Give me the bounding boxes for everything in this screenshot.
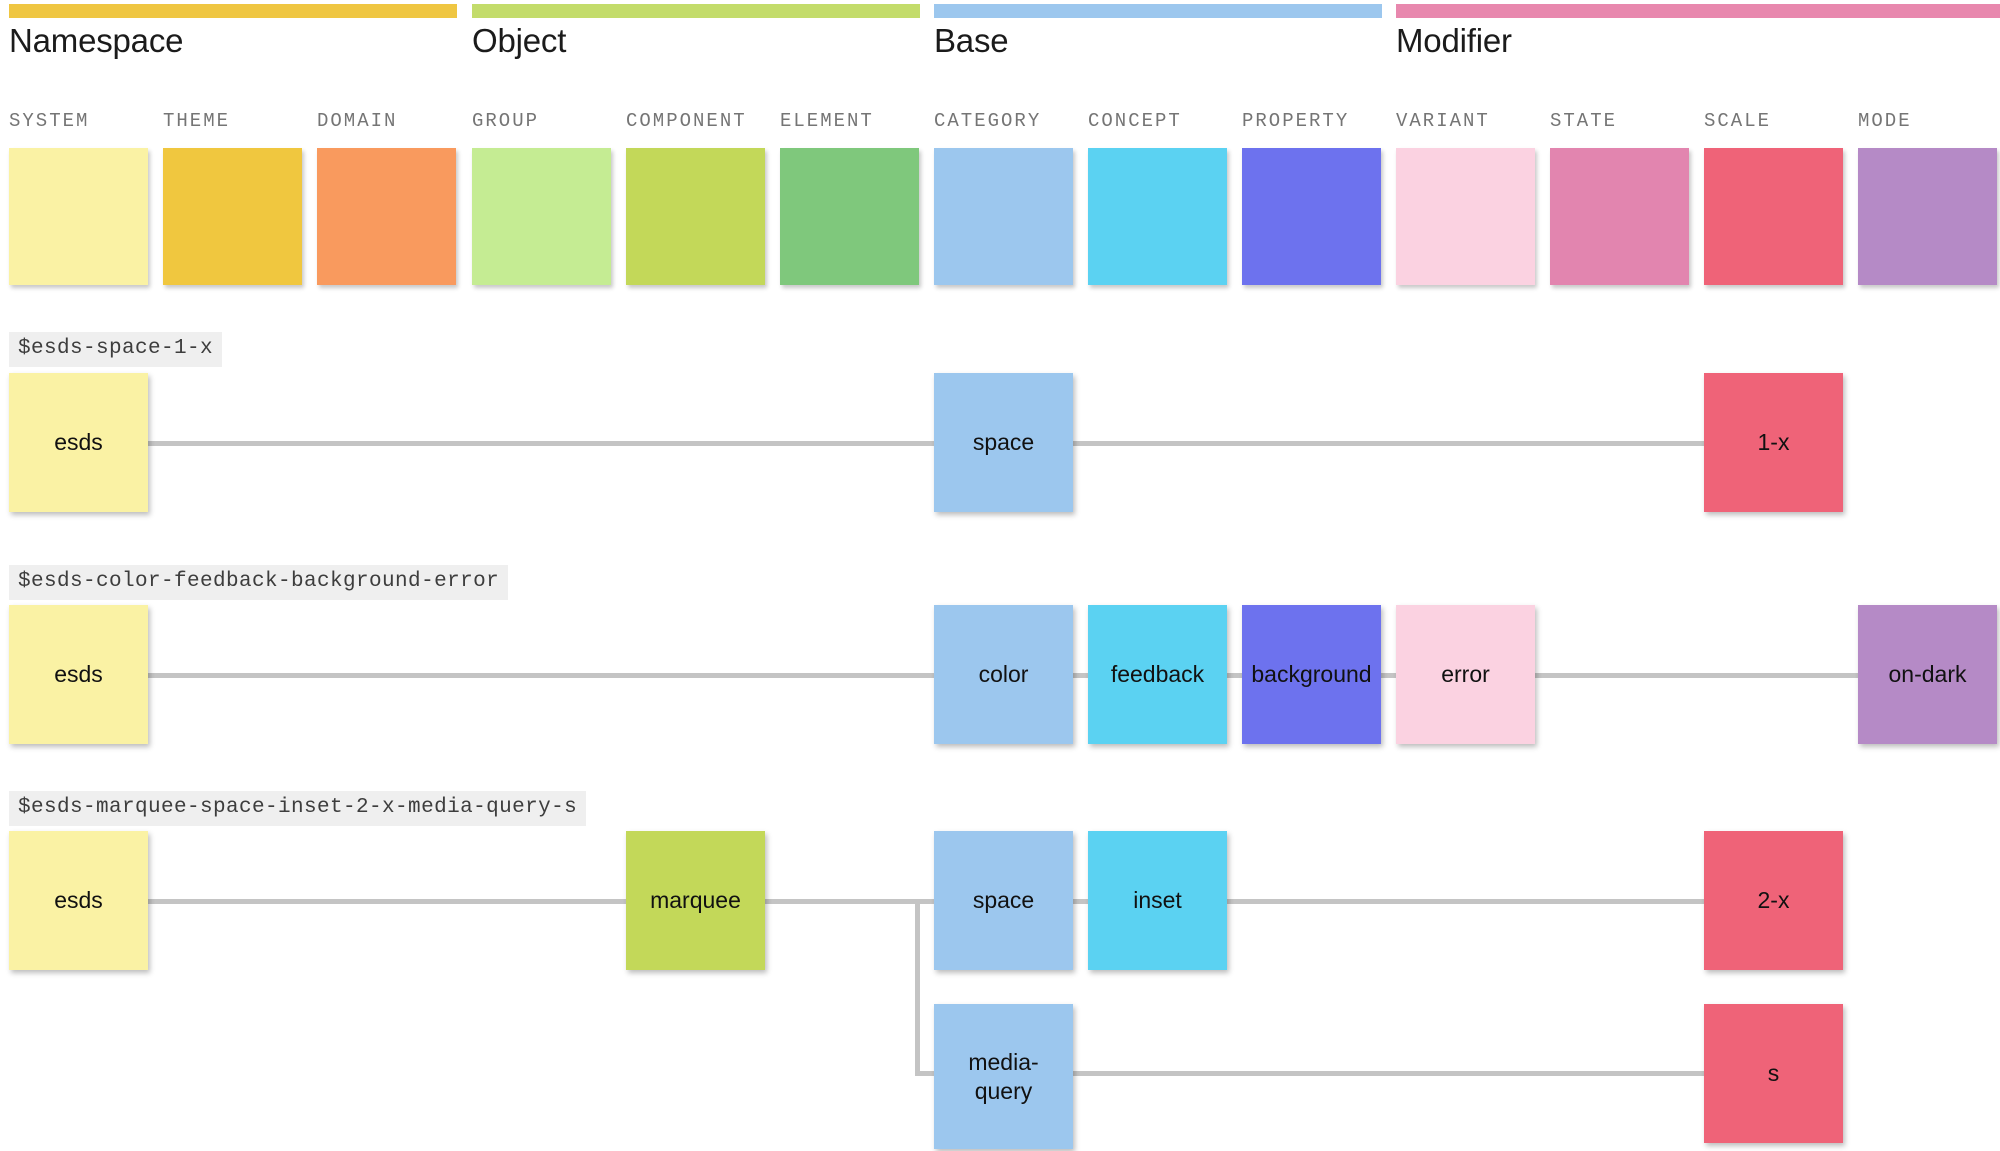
legend-swatch-concept <box>1088 148 1227 285</box>
column-label-category: CATEGORY <box>934 110 1042 132</box>
group-bar-object <box>472 4 920 18</box>
column-label-system: SYSTEM <box>9 110 90 132</box>
legend-swatch-domain <box>317 148 456 285</box>
connector-row3-branch-mediaquery <box>915 1071 934 1076</box>
connector-row1-space-1x <box>1073 441 1704 446</box>
token-card-label: 2-x <box>1757 887 1790 914</box>
token-card-label: marquee <box>650 887 741 914</box>
group-bar-base <box>934 4 1382 18</box>
token-card-label: esds <box>54 429 103 456</box>
connector-row2-feedback-background <box>1227 673 1242 678</box>
token-card-label: error <box>1441 661 1490 688</box>
legend-swatch-scale <box>1704 148 1843 285</box>
legend-swatch-category <box>934 148 1073 285</box>
connector-row3-esds-marquee <box>148 899 626 904</box>
token-card-1-x[interactable]: 1-x <box>1704 373 1843 512</box>
token-card-esds[interactable]: esds <box>9 373 148 512</box>
group-bar-modifier <box>1396 4 2000 18</box>
token-card-label: feedback <box>1110 661 1205 688</box>
token-card-label: space <box>972 429 1035 456</box>
group-title-modifier: Modifier <box>1396 22 1512 59</box>
connector-row2-esds-color <box>148 673 934 678</box>
token-card-space[interactable]: space <box>934 373 1073 512</box>
column-label-component: COMPONENT <box>626 110 747 132</box>
token-card-label: background <box>1251 661 1372 688</box>
group-title-object: Object <box>472 22 567 59</box>
token-card-label: media- query <box>968 1049 1039 1104</box>
token-card-marquee[interactable]: marquee <box>626 831 765 970</box>
token-card-label: esds <box>54 661 103 688</box>
legend-swatch-mode <box>1858 148 1997 285</box>
group-bar-namespace <box>9 4 457 18</box>
token-card-media-query[interactable]: media- query <box>934 1004 1073 1149</box>
token-card-label: color <box>978 661 1029 688</box>
column-label-element: ELEMENT <box>780 110 874 132</box>
token-card-on-dark[interactable]: on-dark <box>1858 605 1997 744</box>
token-name-row-2: $esds-color-feedback-background-error <box>9 565 509 600</box>
token-card-label: 1-x <box>1757 429 1790 456</box>
token-card-feedback[interactable]: feedback <box>1088 605 1227 744</box>
column-label-concept: CONCEPT <box>1088 110 1182 132</box>
token-card-label: space <box>972 887 1035 914</box>
connector-row2-error-ondark <box>1535 673 1858 678</box>
column-label-domain: DOMAIN <box>317 110 398 132</box>
legend-swatch-theme <box>163 148 302 285</box>
token-card-label: inset <box>1133 887 1182 914</box>
connector-row1-esds-space <box>148 441 934 446</box>
column-label-variant: VARIANT <box>1396 110 1490 132</box>
group-title-namespace: Namespace <box>9 22 184 59</box>
column-label-group: GROUP <box>472 110 540 132</box>
token-card-error[interactable]: error <box>1396 605 1535 744</box>
token-card-inset[interactable]: inset <box>1088 831 1227 970</box>
legend-swatch-element <box>780 148 919 285</box>
token-card-color[interactable]: color <box>934 605 1073 744</box>
connector-row3-marquee-branch <box>765 899 934 904</box>
token-card-label: on-dark <box>1888 661 1967 688</box>
legend-swatch-variant <box>1396 148 1535 285</box>
token-card-space[interactable]: space <box>934 831 1073 970</box>
column-label-mode: MODE <box>1858 110 1912 132</box>
token-card-esds[interactable]: esds <box>9 605 148 744</box>
token-card-esds[interactable]: esds <box>9 831 148 970</box>
token-name-row-1: $esds-space-1-x <box>9 332 223 367</box>
token-card-2-x[interactable]: 2-x <box>1704 831 1843 970</box>
token-name-row-3: $esds-marquee-space-inset-2-x-media-quer… <box>9 791 587 826</box>
legend-swatch-system <box>9 148 148 285</box>
legend-swatch-group <box>472 148 611 285</box>
token-card-label: esds <box>54 887 103 914</box>
connector-row3-mediaquery-s <box>1073 1071 1704 1076</box>
column-label-scale: SCALE <box>1704 110 1772 132</box>
legend-swatch-state <box>1550 148 1689 285</box>
connector-row2-color-feedback <box>1073 673 1088 678</box>
connector-row2-background-error <box>1381 673 1396 678</box>
column-label-property: PROPERTY <box>1242 110 1350 132</box>
connector-row3-inset-2x <box>1227 899 1704 904</box>
column-label-state: STATE <box>1550 110 1618 132</box>
group-title-base: Base <box>934 22 1009 59</box>
column-label-theme: THEME <box>163 110 231 132</box>
token-card-s[interactable]: s <box>1704 1004 1843 1143</box>
legend-swatch-component <box>626 148 765 285</box>
token-card-label: s <box>1767 1060 1780 1087</box>
token-card-background[interactable]: background <box>1242 605 1381 744</box>
connector-row3-space-inset <box>1073 899 1088 904</box>
legend-swatch-property <box>1242 148 1381 285</box>
connector-row3-branch-vertical <box>915 899 920 1076</box>
